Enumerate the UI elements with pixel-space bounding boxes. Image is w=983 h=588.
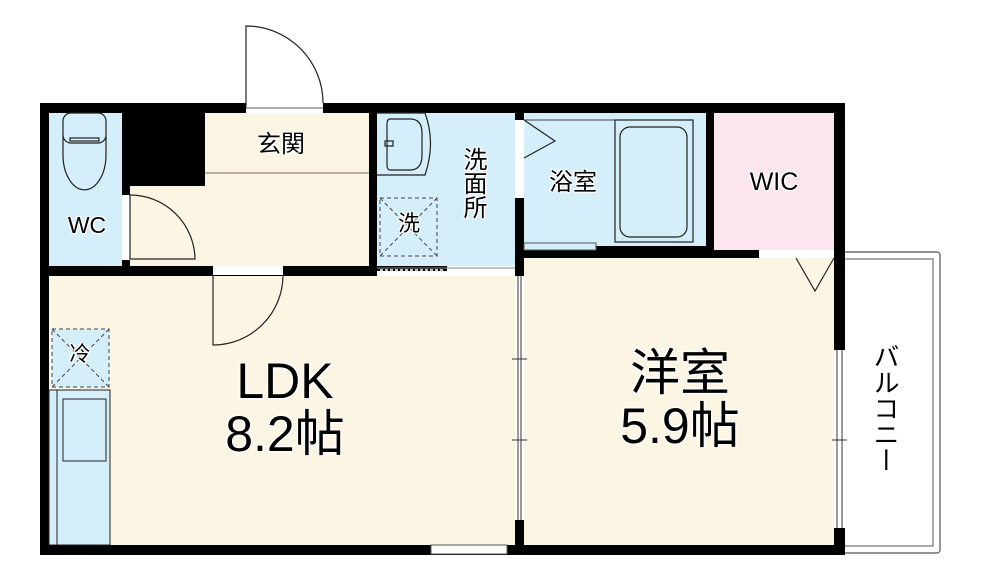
entrance-label: 玄関: [257, 131, 305, 158]
closet-label: WIC: [749, 168, 799, 196]
fridge-space: [51, 328, 110, 388]
western-room-label: 洋室 5.9帖: [590, 347, 770, 452]
bath-label: 浴室: [549, 169, 597, 196]
toilet-floor: [49, 113, 122, 268]
ldk-door-swing: [212, 275, 284, 346]
washroom-floor: [377, 113, 515, 268]
washer-label: 洗: [397, 211, 420, 236]
toilet-fixture: [62, 112, 107, 191]
washroom-label: 洗面所: [459, 147, 486, 219]
ldk-floor: [49, 276, 515, 545]
toilet-label: WC: [67, 212, 107, 238]
bath-door-fold: [523, 119, 557, 159]
ldk-label: LDK 8.2帖: [190, 355, 380, 460]
western-room-name: 洋室: [630, 345, 730, 401]
bathtub: [614, 119, 694, 243]
ldk-name: LDK: [236, 353, 334, 409]
western-room-size: 5.9帖: [620, 397, 740, 454]
wc-door-swing: [129, 194, 196, 260]
fridge-label: 冷: [69, 343, 91, 366]
ldk-size: 8.2帖: [225, 405, 345, 462]
balcony-label: バルコニー: [870, 343, 900, 473]
western-floor: [524, 258, 834, 545]
front-door-swing: [245, 25, 324, 107]
kitchen-counter: [48, 389, 111, 546]
wic-door-fold: [795, 257, 835, 293]
sink-fixture: [377, 112, 432, 176]
washer-space: [379, 197, 438, 257]
closet-floor: [714, 113, 834, 250]
